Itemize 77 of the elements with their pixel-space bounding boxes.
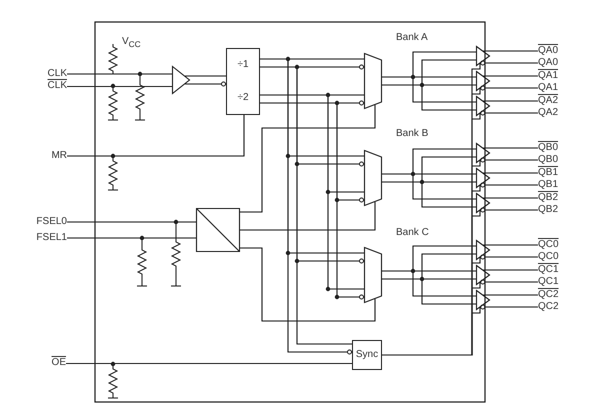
output-label: QC2 xyxy=(538,301,564,313)
wire xyxy=(184,82,226,86)
wire xyxy=(480,86,538,90)
buffer-symbol xyxy=(476,290,490,310)
pin-label: FSEL1 xyxy=(30,232,67,244)
pin-label: MR xyxy=(48,150,67,162)
pin-label: CLK xyxy=(44,80,67,93)
pin-label: FSEL0 xyxy=(30,216,67,228)
output-label: QB1 xyxy=(538,167,564,179)
buffer-symbol xyxy=(476,143,490,163)
bank-label: Bank B xyxy=(396,128,428,140)
wire xyxy=(480,254,538,260)
output-label: QA2 xyxy=(538,107,564,119)
wire xyxy=(480,60,538,66)
wire xyxy=(483,100,538,102)
wire xyxy=(184,75,226,77)
buffer-symbol xyxy=(476,168,490,188)
multiplexer-symbol xyxy=(364,247,382,303)
block-label: Sync xyxy=(356,349,378,361)
divide-ratio: ÷2 xyxy=(237,92,249,104)
buffer-symbol xyxy=(476,96,490,116)
wire xyxy=(67,237,196,239)
output-label: QA2 xyxy=(538,95,564,107)
multiplexer-symbol xyxy=(364,150,382,206)
output-label: QB2 xyxy=(538,204,564,216)
decoder-block xyxy=(196,208,240,252)
output-label: QC2 xyxy=(538,289,564,301)
output-label: QA1 xyxy=(538,70,564,82)
output-label: QA1 xyxy=(538,82,564,94)
wire xyxy=(483,197,538,199)
output-label: QC0 xyxy=(538,251,564,263)
output-label: QA0 xyxy=(538,57,564,69)
divide-ratio: ÷1 xyxy=(237,59,249,72)
wire xyxy=(483,269,538,271)
wire xyxy=(480,304,538,310)
sync-block xyxy=(352,340,382,370)
wire xyxy=(240,202,376,231)
wire xyxy=(480,182,538,188)
wire xyxy=(483,50,538,52)
output-label: QB1 xyxy=(538,179,564,191)
bank-label: Bank A xyxy=(396,32,428,44)
buffer-symbol xyxy=(172,66,190,94)
wire xyxy=(483,147,538,149)
wire xyxy=(483,75,538,77)
output-label: QC1 xyxy=(538,276,564,288)
wire xyxy=(483,294,538,296)
pin-label: CLK xyxy=(44,68,67,80)
wire xyxy=(67,115,245,157)
multiplexer-symbol xyxy=(364,53,382,109)
output-label: QB0 xyxy=(538,142,564,154)
wire xyxy=(67,221,196,223)
buffer-symbol xyxy=(476,193,490,213)
wire xyxy=(480,208,538,212)
wire xyxy=(480,110,538,116)
pin-label: OE xyxy=(48,357,66,370)
output-label: QA0 xyxy=(538,45,564,57)
wire xyxy=(66,362,352,364)
supply-label: V$_{CC}$ xyxy=(122,36,141,50)
wire xyxy=(483,244,538,246)
bank-label: Bank C xyxy=(396,227,429,239)
buffer-symbol xyxy=(476,46,490,66)
output-label: QB2 xyxy=(538,192,564,204)
wire xyxy=(480,158,538,162)
wire xyxy=(480,280,538,284)
wire xyxy=(240,247,376,322)
buffer-symbol xyxy=(476,71,490,91)
output-label: QC0 xyxy=(538,239,564,251)
buffer-symbol xyxy=(476,265,490,285)
output-label: QB0 xyxy=(538,154,564,166)
wire xyxy=(67,73,172,75)
wire xyxy=(240,105,376,213)
buffer-symbol xyxy=(476,240,490,260)
wire xyxy=(382,307,481,356)
wire xyxy=(483,172,538,174)
wire xyxy=(67,86,172,88)
divider-block xyxy=(226,48,260,115)
output-label: QC1 xyxy=(538,264,564,276)
